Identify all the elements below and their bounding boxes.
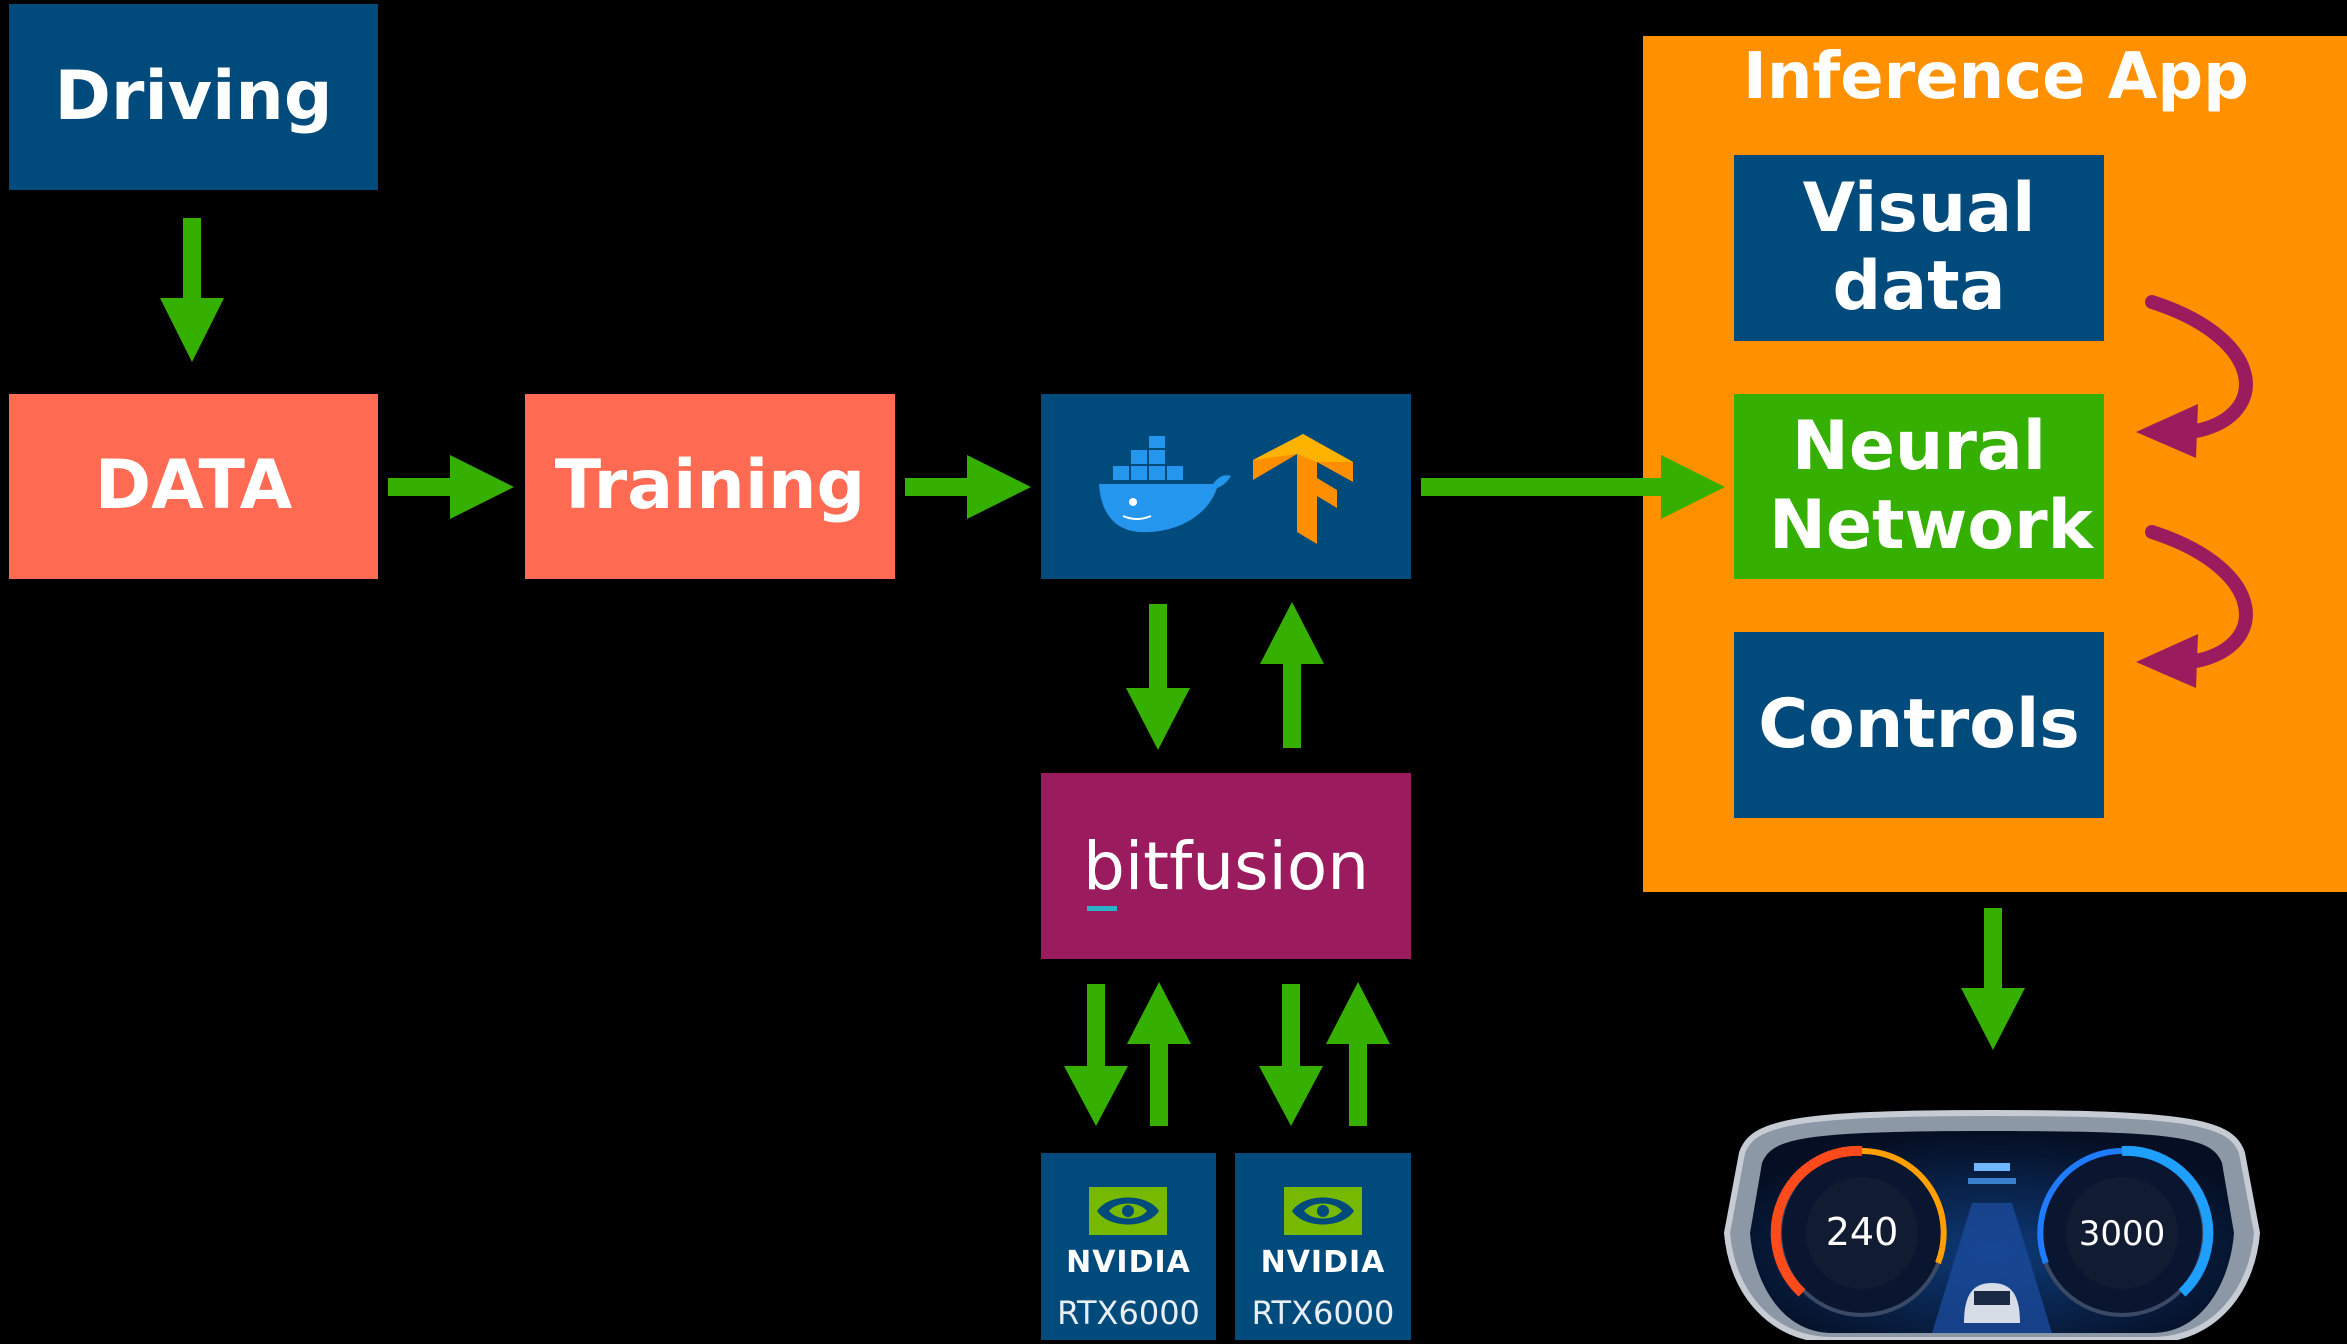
gpu-brand-1: NVIDIA bbox=[1066, 1245, 1191, 1280]
neural-network-label: Neural Network bbox=[1769, 407, 2093, 565]
arrow-bitfusion-to-gpu-1 bbox=[1064, 984, 1128, 1126]
arrow-driving-to-data bbox=[160, 218, 224, 362]
data-label: DATA bbox=[94, 446, 293, 526]
visual-data-node: Visual data bbox=[1734, 155, 2104, 341]
training-node: Training bbox=[525, 394, 895, 579]
driving-node: Driving bbox=[9, 4, 378, 190]
controls-label: Controls bbox=[1758, 684, 2080, 764]
inference-app-title: Inference App bbox=[1743, 40, 2249, 114]
container-node bbox=[1041, 394, 1411, 579]
gpu-model-1: RTX6000 bbox=[1057, 1294, 1200, 1332]
docker-whale-icon bbox=[1093, 436, 1231, 540]
bitfusion-logo: bitfusion bbox=[1082, 827, 1370, 911]
driving-label: Driving bbox=[54, 56, 333, 136]
arrow-bitfusion-to-gpu-2 bbox=[1259, 984, 1323, 1126]
rpm-readout: 3000 bbox=[2079, 1214, 2166, 1254]
neural-network-node: Neural Network bbox=[1734, 394, 2104, 579]
tensorflow-icon bbox=[1253, 434, 1353, 548]
bitfusion-label: bitfusion bbox=[1082, 827, 1370, 905]
arrow-data-to-training bbox=[388, 455, 514, 519]
arrow-bitfusion-to-container bbox=[1260, 602, 1324, 748]
nvidia-eye-icon bbox=[1284, 1187, 1362, 1239]
bitfusion-underline bbox=[1086, 905, 1117, 911]
gpu-card-1: NVIDIA RTX6000 bbox=[1041, 1153, 1216, 1340]
arrow-gpu-1-to-bitfusion bbox=[1127, 982, 1191, 1126]
gpu-card-2: NVIDIA RTX6000 bbox=[1235, 1153, 1411, 1340]
arrow-container-to-bitfusion bbox=[1126, 604, 1190, 750]
gpu-brand-2: NVIDIA bbox=[1260, 1245, 1386, 1280]
data-node: DATA bbox=[9, 394, 378, 579]
bitfusion-node: bitfusion bbox=[1041, 773, 1411, 959]
speed-readout: 240 bbox=[1826, 1210, 1899, 1254]
gpu-model-2: RTX6000 bbox=[1251, 1294, 1395, 1332]
car-dashboard-icon: 240 3000 bbox=[1712, 1093, 2272, 1343]
arrow-container-to-neural-network bbox=[1421, 455, 1725, 519]
arrow-gpu-2-to-bitfusion bbox=[1326, 982, 1390, 1126]
visual-data-label: Visual data bbox=[1802, 168, 2036, 326]
arrow-visual-to-neural bbox=[2145, 295, 2253, 439]
controls-node: Controls bbox=[1734, 632, 2104, 818]
training-label: Training bbox=[554, 446, 866, 526]
nvidia-eye-icon bbox=[1089, 1187, 1167, 1239]
arrow-neural-to-controls bbox=[2145, 525, 2253, 669]
arrow-inference-to-dashboard bbox=[1961, 908, 2025, 1050]
arrow-training-to-container bbox=[905, 455, 1031, 519]
